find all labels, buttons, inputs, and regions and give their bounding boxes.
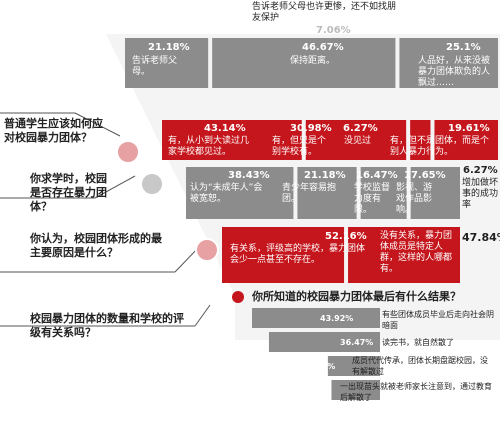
segment-bar	[399, 38, 498, 88]
question-1: 普通学生应该如何应对校园暴力团体？	[4, 117, 103, 144]
result-label: 读完书，就自然散了	[382, 338, 454, 347]
bar-pct: 25.1%	[446, 42, 481, 53]
bar-label: 影视、游戏作品影响。	[396, 183, 433, 215]
result-pct: 43.92%	[320, 314, 354, 323]
top-note-label: 告诉老师父母也许更惨，还不如找朋友保护	[252, 2, 397, 23]
bar-pct: 52.16%	[325, 231, 367, 242]
marker-circle	[140, 172, 164, 196]
marker-circle	[232, 291, 244, 303]
result-bar	[268, 332, 380, 352]
bar-label: 有，但只是个别学校有。	[272, 136, 327, 157]
bar-label: 青少年容易抱团。	[282, 183, 337, 204]
side-pct: 47.84%	[462, 231, 500, 244]
bar-pct: 46.67%	[302, 42, 344, 53]
side-label: 增加做坏事的成功率	[462, 178, 499, 210]
question-3: 你认为，校园团体形成的最主要原因是什么？	[30, 232, 162, 259]
bar-pct: 17.65%	[404, 170, 446, 181]
bar-label: 没见过	[344, 136, 372, 146]
bar-pct: 6.27%	[343, 123, 378, 134]
segment-bar	[410, 120, 431, 160]
bar-pct: 21.18%	[304, 170, 346, 181]
bar-pct: 43.14%	[204, 123, 246, 134]
bar-pct: 21.18%	[148, 42, 190, 53]
connector-line	[94, 175, 136, 199]
result-pct: 36.47%	[340, 338, 374, 347]
bar-label: 学校监督力度有限。	[354, 183, 391, 215]
result-bar	[331, 380, 380, 400]
bar-pct: 19.61%	[448, 123, 490, 134]
result-bar	[252, 308, 380, 328]
bar-pct: 38.43%	[228, 170, 270, 181]
segment-bar	[348, 227, 460, 283]
segment-bar	[162, 120, 302, 160]
segment-bar	[360, 167, 407, 219]
result-label: 成员代代传承，团体长期盘踞校园，没有解散过	[352, 356, 488, 376]
bar-label: 认为“未成年人”会被宽恕。	[190, 183, 263, 204]
marker-circle	[195, 238, 219, 262]
bar-label: 有，从小到大读过几家学校都见过。	[168, 136, 250, 157]
bar-pct: 30.98%	[290, 123, 332, 134]
top-note-pct: 7.06%	[316, 25, 351, 36]
question-5: 你所知道的校园暴力团体最后有什么结果？	[252, 290, 461, 303]
bar-label: 人品好，从来没被暴力团体欺负的人飘过……	[418, 56, 491, 88]
segment-bar	[212, 38, 396, 88]
question-2: 你求学时，校园是否存在暴力团体？	[30, 172, 107, 213]
segment-bar	[305, 120, 407, 160]
bar-label: 有，但不是团体，而是个别人暴力行为。	[390, 136, 490, 157]
marker-circle	[116, 140, 140, 164]
bar-label: 没有关系，暴力团体成员是特定人群，这样的人哪都有。	[380, 231, 453, 274]
bar-label: 有关系，评级高的学校，暴力团体会少一点甚至不存在。	[230, 244, 366, 265]
bar-pct: 16.47%	[356, 170, 398, 181]
result-bar	[327, 356, 380, 376]
bar-label: 保持距离。	[290, 56, 336, 66]
segment-bar	[222, 227, 345, 283]
bar-label: 告诉老师父母。	[132, 56, 178, 77]
result-pct: 9.02%	[298, 386, 326, 395]
side-pct: 6.27%	[463, 165, 498, 176]
segment-bar	[186, 167, 294, 219]
result-label: 一出现苗头就被老师家长注意到，通过教育后解散了	[340, 382, 492, 402]
connector-line	[74, 112, 121, 137]
result-label: 有些团体成员毕业后走向社会阴暗面	[382, 310, 494, 330]
result-pct: 10.59%	[302, 362, 336, 371]
segment-bar	[410, 167, 460, 219]
segment-bar	[434, 120, 498, 160]
segment-bar	[297, 167, 357, 219]
question-4: 校园暴力团体的数量和学校的评级有关系吗？	[30, 312, 184, 339]
connector-line	[194, 304, 211, 327]
segment-bar	[125, 38, 209, 88]
